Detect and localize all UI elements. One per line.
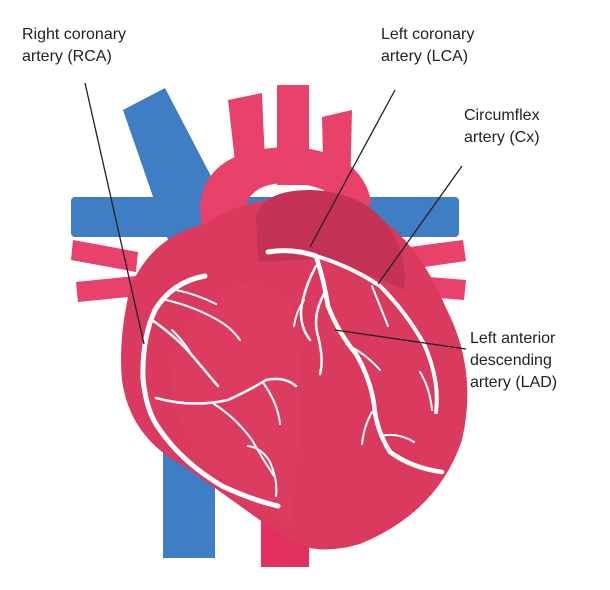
- label-cx-line2: artery (Cx): [464, 129, 540, 146]
- rca-branch-3: [171, 329, 193, 357]
- label-cx: Circumflex artery (Cx): [464, 105, 540, 149]
- label-lad-line1: Left anterior: [470, 330, 556, 347]
- rca-branch-2: [165, 299, 241, 341]
- leader-line-cx: [377, 165, 463, 285]
- coronary-arteries: [140, 248, 445, 509]
- label-lca: Left coronary artery (LCA): [381, 24, 474, 68]
- label-lad-line2: descending: [470, 352, 552, 369]
- rca-vessel: [140, 273, 281, 509]
- right-ventricle: [172, 282, 302, 525]
- label-lad: Left anterior descending artery (LAD): [470, 328, 557, 394]
- label-rca-line2: artery (RCA): [22, 48, 112, 65]
- leader-line-lca: [309, 89, 396, 248]
- label-rca: Right coronary artery (RCA): [22, 24, 126, 68]
- lad-branch-2: [293, 299, 305, 327]
- left-pulmonary-vein-lower: [76, 276, 138, 302]
- leader-line-lad: [334, 329, 467, 350]
- rca-branch-4: [175, 289, 217, 305]
- lad-branch-5: [361, 411, 373, 445]
- leader-line-rca: [84, 82, 145, 345]
- lad-branch-6: [379, 433, 415, 443]
- lad-branch-3: [314, 292, 326, 376]
- rca-branch-8: [247, 445, 278, 497]
- lad-vessel: [313, 253, 445, 475]
- left-pulmonary-vein-upper: [71, 240, 138, 272]
- cx-vessel: [314, 254, 439, 414]
- rca-branch-5: [154, 377, 298, 405]
- rca-branch-7: [263, 383, 281, 425]
- label-lca-line1: Left coronary: [381, 26, 475, 43]
- lca-vessel: [265, 248, 319, 259]
- cx-branch-2: [419, 371, 433, 411]
- lad-branch-4: [345, 343, 381, 371]
- label-lca-line2: artery (LCA): [381, 48, 469, 65]
- label-lad-line3: artery (LAD): [470, 374, 558, 391]
- left-atrium: [256, 190, 405, 290]
- leader-lines: [84, 82, 467, 350]
- rca-branch-6: [213, 403, 275, 477]
- rca-branch-1: [150, 318, 220, 388]
- label-cx-line1: Circumflex: [464, 107, 540, 124]
- cx-branch-1: [371, 285, 389, 327]
- label-rca-line1: Right coronary: [22, 26, 127, 43]
